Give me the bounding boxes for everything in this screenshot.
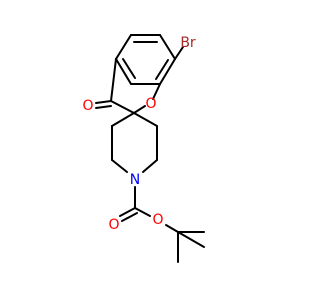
bond-carbonyl-aryl xyxy=(110,58,117,102)
bond-spiro-carbonyl xyxy=(110,100,135,114)
bond-aromatic-inner xyxy=(155,59,169,80)
bond-c-br xyxy=(174,46,184,60)
bond-piperidine xyxy=(111,159,128,173)
ketone-oxygen-label: O xyxy=(82,98,93,114)
bond-o-spiro xyxy=(133,105,146,114)
bond-piperidine xyxy=(133,112,158,127)
bond-ketone-double xyxy=(95,105,112,109)
bond-piperidine xyxy=(111,112,135,127)
bond-ester-o-c xyxy=(165,224,179,233)
bond-carbamate-double xyxy=(121,212,138,222)
bond-c-o-ring xyxy=(152,83,161,100)
bond-aromatic xyxy=(159,58,176,85)
ring-oxygen-label: O xyxy=(145,96,156,112)
bond-aromatic xyxy=(159,34,176,60)
bond-aromatic xyxy=(115,34,132,60)
bond-carbamate-double xyxy=(119,207,136,217)
bond-tbu-methyl xyxy=(177,231,205,248)
bromine-label: Br xyxy=(180,35,196,51)
bond-carbonyl-ester-o xyxy=(134,207,151,217)
bond-ketone-double xyxy=(95,100,112,104)
ester-oxygen-label: O xyxy=(152,212,163,228)
bonds xyxy=(95,34,205,263)
carbamate-oxygen-label: O xyxy=(108,217,119,233)
atom-labels: Br O O N O O xyxy=(82,35,195,233)
nitrogen-label: N xyxy=(130,172,140,188)
bond-aromatic xyxy=(115,58,132,85)
molecule-structure: Br O O N O O xyxy=(82,34,205,263)
bond-piperidine xyxy=(142,159,158,173)
bond-aromatic-inner xyxy=(122,58,136,79)
